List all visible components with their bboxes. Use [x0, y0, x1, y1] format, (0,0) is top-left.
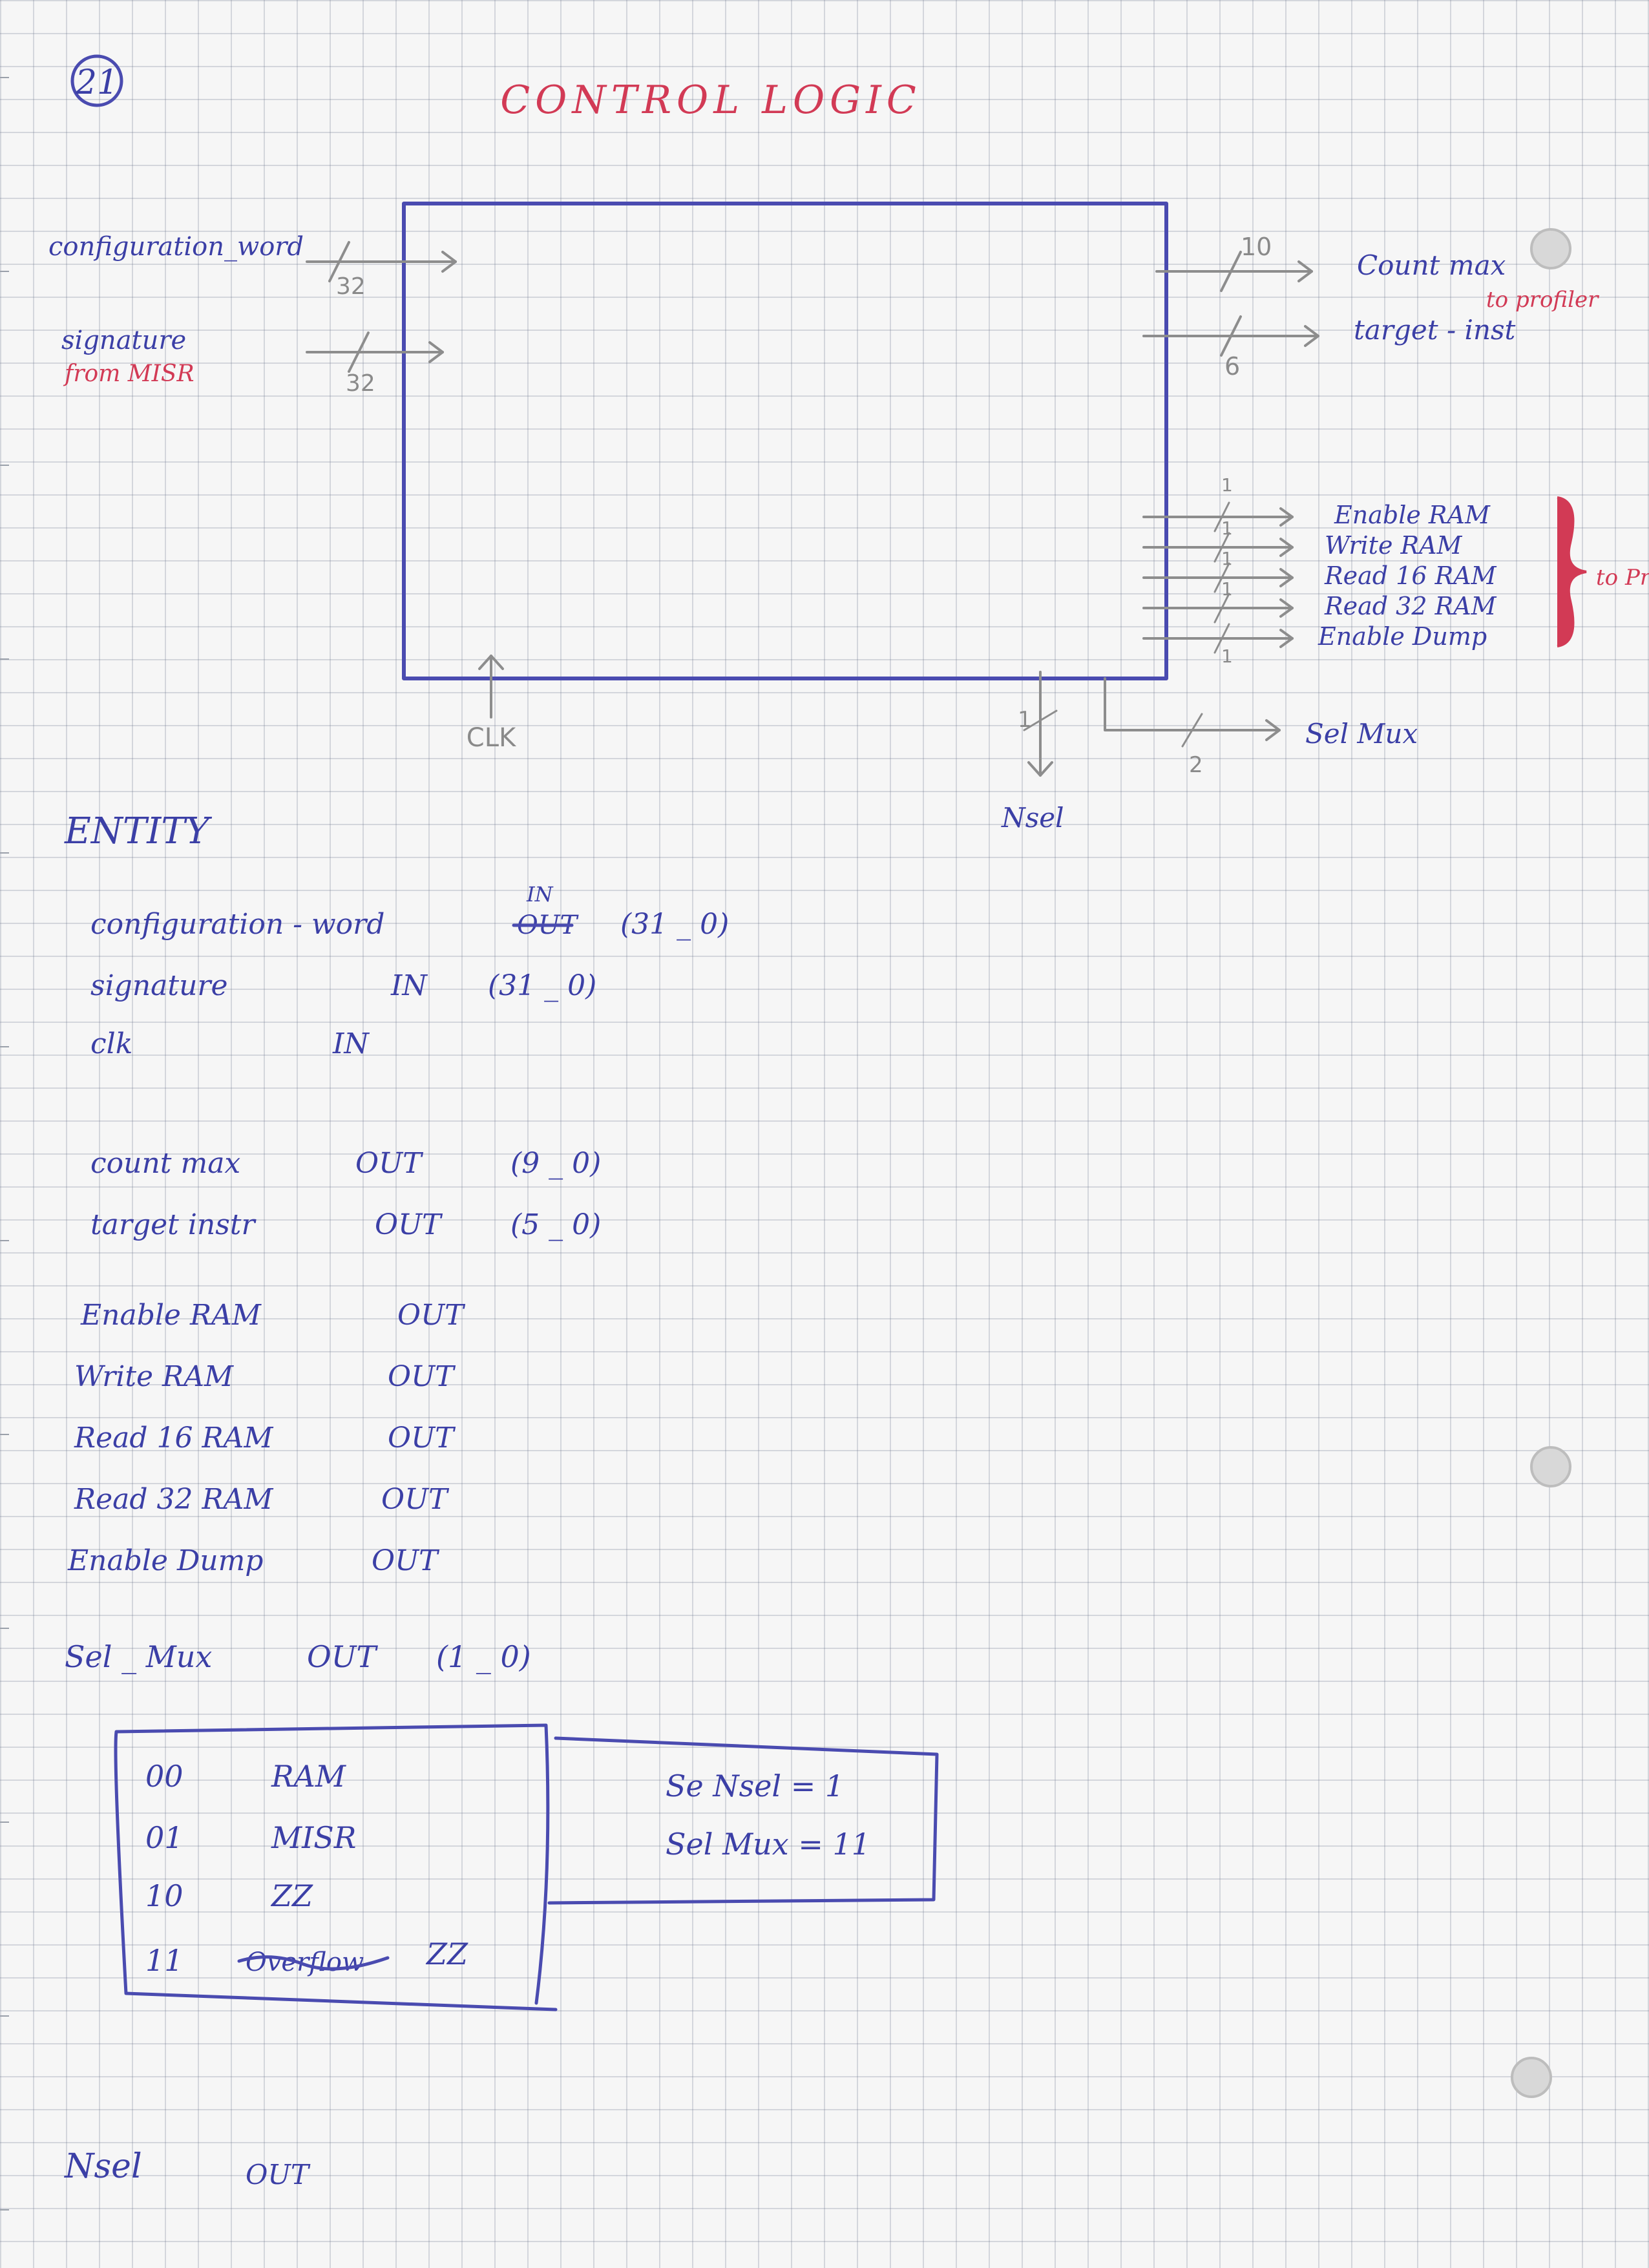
port-range: (31 _ 0) [488, 969, 596, 1002]
clock-arrow [478, 655, 504, 719]
header: 21 CONTROL LOGIC [70, 54, 921, 123]
output-read16-ram-label: Read 16 RAM [1324, 562, 1497, 590]
port-range: (1 _ 0) [436, 1639, 531, 1674]
mux-code: 10 [145, 1878, 184, 1913]
output-target-inst-width: 6 [1224, 352, 1240, 381]
port-range: (31 _ 0) [620, 908, 729, 941]
port-name: Read 32 RAM [74, 1483, 273, 1516]
port-name: configuration - word [90, 908, 384, 941]
direction-correction: IN [526, 882, 554, 907]
condition-line: Sel Mux = 11 [666, 1827, 870, 1862]
port-range: (5 _ 0) [510, 1208, 601, 1241]
port-dir: OUT [307, 1639, 378, 1674]
port-dir: OUT [397, 1299, 466, 1332]
port-name: Read 16 RAM [74, 1422, 273, 1454]
input-configuration-word-label: configuration_word [48, 232, 304, 262]
output-target-inst-label: target - inst [1354, 314, 1516, 346]
margin-ticks [0, 77, 9, 2210]
binder-hole [1530, 1446, 1571, 1487]
port-name: Write RAM [74, 1360, 234, 1393]
sel-mux-label: Sel Mux [1305, 718, 1418, 750]
mux-code: 11 [145, 1943, 184, 1978]
binder-hole [1511, 2057, 1552, 2098]
port-name: count max [90, 1147, 240, 1180]
mux-source: ZZ [270, 1878, 313, 1913]
clock-label: CLK [467, 723, 517, 753]
nsel-label: Nsel [1001, 802, 1064, 834]
ram-output-width: 1 [1221, 548, 1233, 569]
ram-output-arrows [1142, 501, 1294, 654]
entity-heading: ENTITY [64, 810, 213, 852]
page-number-circle [70, 54, 123, 107]
port-dir: OUT [372, 1544, 440, 1577]
entity-section: ENTITY configuration - word IN OUT (31 _… [63, 810, 939, 2190]
port-dir: OUT [388, 1422, 456, 1454]
mux-code: 01 [145, 1820, 184, 1855]
port-dir: OUT [388, 1360, 456, 1393]
port-dir: OUT [375, 1208, 443, 1241]
mux-source: MISR [271, 1820, 356, 1855]
ram-output-width: 1 [1221, 474, 1233, 496]
input-configuration-word-width: 32 [336, 273, 366, 300]
port-dir: IN [332, 1027, 370, 1060]
input-signature-width: 32 [346, 370, 375, 397]
strike-scribble [237, 1955, 390, 1971]
page-number: 21 [75, 63, 118, 102]
input-configuration-word-arrow [306, 241, 457, 282]
port-name: Nsel [63, 2147, 142, 2186]
condition-box [547, 1736, 939, 1905]
binder-hole [1530, 228, 1571, 269]
ram-output-width: 1 [1221, 646, 1233, 667]
port-name: Enable RAM [80, 1299, 262, 1332]
port-dir: OUT [355, 1147, 424, 1180]
nsel-width: 1 [1018, 707, 1032, 733]
output-target-inst-arrow [1142, 315, 1319, 357]
port-dir: OUT [381, 1483, 450, 1516]
input-signature-label: signature [61, 326, 186, 355]
ram-output-width: 1 [1221, 518, 1233, 539]
sel-mux-width: 2 [1189, 752, 1203, 778]
port-name: clk [90, 1027, 132, 1060]
page-title: CONTROL LOGIC [500, 78, 921, 123]
mux-source: RAM [271, 1759, 347, 1794]
mux-code: 00 [145, 1759, 184, 1794]
port-dir: IN [390, 969, 428, 1002]
port-name: signature [90, 969, 227, 1002]
output-count-max-label: Count max [1357, 249, 1506, 281]
output-write-ram-label: Write RAM [1325, 531, 1463, 560]
ram-output-width: 1 [1221, 578, 1233, 600]
nsel-arrow [1023, 671, 1058, 777]
ram-output-group-note: to Profiler [1596, 565, 1649, 591]
binder-holes [1511, 228, 1571, 2098]
input-signature-arrow [306, 331, 444, 373]
input-signature-note: from MISR [63, 361, 194, 387]
output-enable-dump-label: Enable Dump [1318, 622, 1487, 651]
mux-source-crossed: Overflow [246, 1948, 364, 1977]
mux-source: ZZ [425, 1937, 468, 1971]
output-read32-ram-label: Read 32 RAM [1324, 592, 1497, 620]
sel-mux-arrow [1104, 677, 1281, 748]
ram-output-brace [1557, 496, 1587, 647]
output-count-max-width: 10 [1241, 233, 1272, 261]
output-count-max-note: to profiler [1486, 287, 1599, 313]
port-range: (9 _ 0) [510, 1147, 601, 1180]
port-dir: OUT [246, 2159, 311, 2190]
condition-line: Se Nsel = 1 [666, 1769, 844, 1803]
port-name: Enable Dump [67, 1544, 263, 1577]
control-logic-diagram: configuration_word 32 signature from MIS… [48, 202, 1649, 834]
mux-table-box [114, 1723, 558, 2011]
control-logic-block [402, 202, 1168, 680]
port-name: Sel _ Mux [65, 1639, 212, 1674]
output-enable-ram-label: Enable RAM [1334, 501, 1491, 529]
port-name: target instr [90, 1208, 257, 1241]
output-count-max-arrow [1155, 251, 1313, 292]
